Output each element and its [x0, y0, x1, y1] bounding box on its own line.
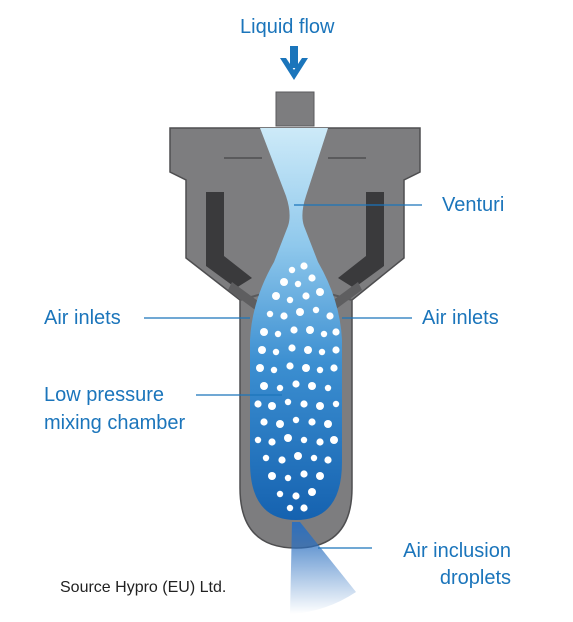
air-bubble	[286, 504, 294, 512]
air-bubble	[254, 400, 262, 408]
air-bubble	[256, 364, 264, 372]
air-bubble	[320, 330, 328, 338]
droplets-label-line1: Air inclusion	[403, 540, 511, 562]
air-bubble	[316, 366, 324, 374]
air-bubble	[290, 326, 298, 334]
arrow-down-icon	[280, 46, 308, 80]
air-inlets-left-label: Air inlets	[44, 307, 121, 329]
air-bubble	[260, 418, 268, 426]
air-bubble	[308, 488, 316, 496]
air-bubble	[276, 420, 284, 428]
right-air-inlet-slot	[328, 282, 362, 312]
source-credit: Source Hypro (EU) Ltd.	[60, 579, 227, 596]
air-bubble	[318, 348, 326, 356]
air-bubble	[300, 400, 308, 408]
air-bubble	[300, 470, 308, 478]
air-bubble	[274, 330, 282, 338]
air-bubble	[294, 452, 302, 460]
air-bubble	[300, 504, 308, 512]
air-bubble	[286, 362, 294, 370]
inlet-stem	[275, 91, 315, 127]
air-bubble	[316, 402, 324, 410]
air-bubble	[284, 434, 292, 442]
air-bubble	[284, 474, 292, 482]
air-bubble	[332, 346, 340, 354]
air-bubble	[286, 296, 294, 304]
air-bubble	[258, 346, 266, 354]
air-bubble	[268, 438, 276, 446]
air-bubble	[260, 328, 268, 336]
air-bubble	[294, 280, 302, 288]
right-cap-recess	[338, 192, 384, 288]
air-bubble	[280, 278, 288, 286]
air-bubble	[330, 364, 338, 372]
air-bubble	[306, 326, 314, 334]
air-bubble	[278, 456, 286, 464]
droplets-label-line2: droplets	[439, 567, 511, 589]
air-bubble	[324, 384, 332, 392]
air-bubble	[292, 492, 300, 500]
air-bubble	[332, 328, 340, 336]
air-bubble	[310, 454, 318, 462]
left-air-inlet-slot	[228, 282, 262, 312]
air-bubble	[316, 472, 324, 480]
air-bubble	[266, 310, 274, 318]
air-bubble	[276, 384, 284, 392]
left-cap-recess	[206, 192, 252, 288]
air-bubble	[300, 436, 308, 444]
air-bubble	[270, 366, 278, 374]
liquid-channel	[250, 128, 342, 520]
air-bubble	[332, 400, 340, 408]
air-bubble	[280, 312, 288, 320]
air-bubble	[288, 266, 296, 274]
air-bubble	[304, 346, 312, 354]
air-bubble	[316, 438, 324, 446]
air-bubble	[308, 274, 316, 282]
spray-cone	[290, 522, 356, 614]
air-bubble	[288, 344, 296, 352]
air-bubble	[308, 418, 316, 426]
air-bubble	[268, 472, 276, 480]
air-bubble	[302, 364, 310, 372]
air-bubble	[302, 292, 310, 300]
mixing-chamber-label-line2: mixing chamber	[44, 412, 186, 434]
air-bubble	[262, 454, 270, 462]
air-bubble	[312, 306, 320, 314]
air-bubble	[316, 288, 324, 296]
air-bubble	[296, 308, 304, 316]
air-bubble	[326, 312, 334, 320]
air-bubble	[284, 398, 292, 406]
air-bubble	[276, 490, 284, 498]
mixing-chamber-label-line1: Low pressure	[44, 384, 165, 406]
air-bubble	[260, 382, 268, 390]
air-bubble	[268, 402, 276, 410]
air-bubble	[308, 382, 316, 390]
air-bubble	[330, 436, 338, 444]
air-bubble	[292, 416, 300, 424]
air-bubbles	[254, 262, 340, 512]
air-bubble	[272, 348, 280, 356]
air-bubble	[292, 380, 300, 388]
air-bubble	[300, 262, 308, 270]
air-bubble	[324, 420, 332, 428]
air-inlets-right-label: Air inlets	[422, 307, 499, 329]
liquid-flow-label: Liquid flow	[240, 16, 335, 38]
air-bubble	[254, 436, 262, 444]
air-bubble	[324, 456, 332, 464]
air-bubble	[272, 292, 280, 300]
venturi-label: Venturi	[442, 194, 505, 216]
